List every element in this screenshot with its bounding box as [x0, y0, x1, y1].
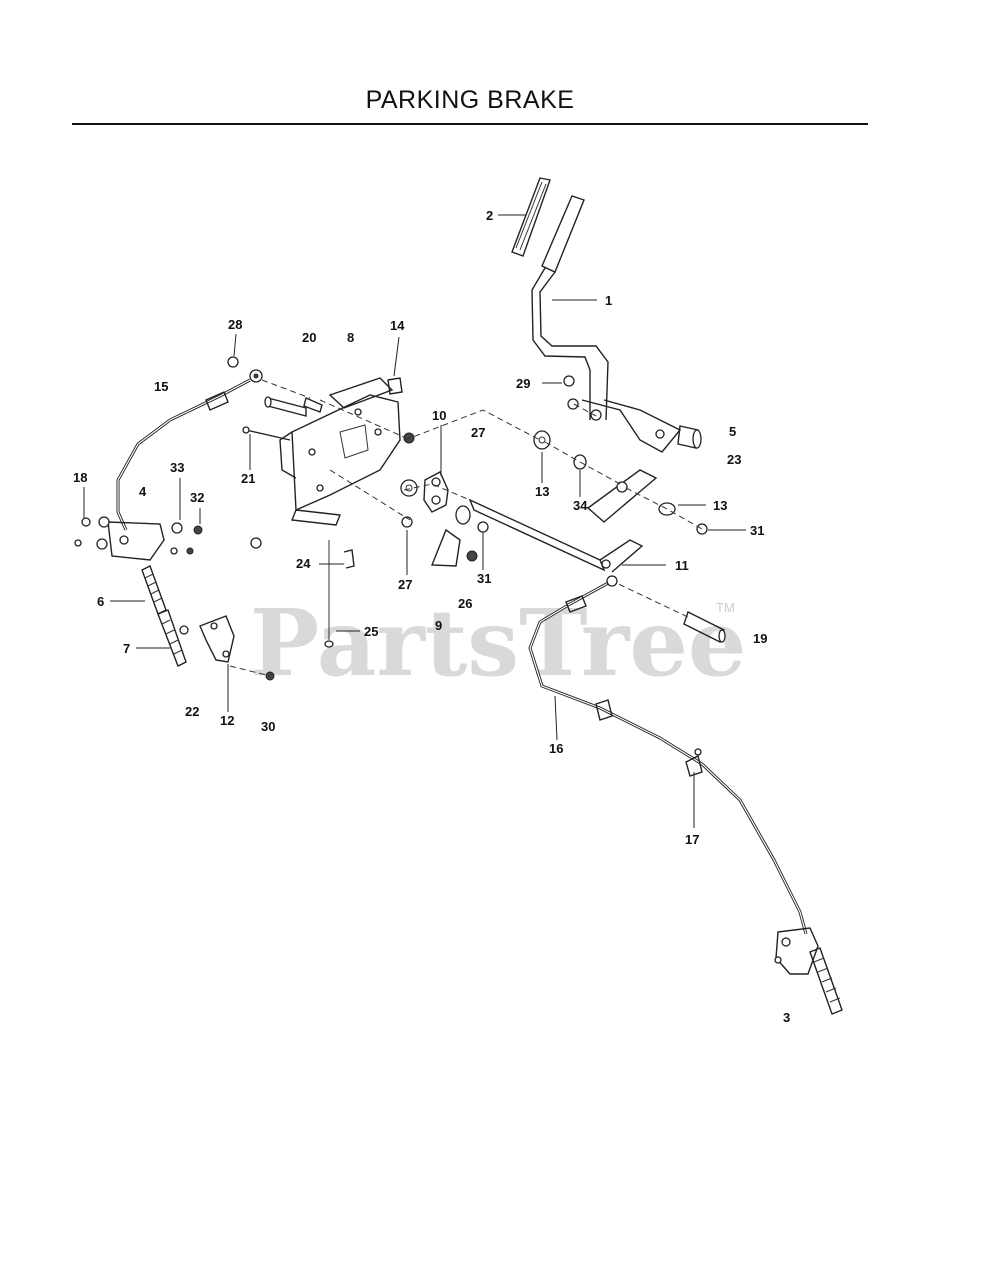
- nut-31-right: [696, 523, 708, 535]
- hex-bolt-14: [387, 377, 403, 395]
- bracket-bolt: [264, 396, 323, 417]
- callout-18: 18: [73, 470, 87, 485]
- callout-14: 14: [390, 318, 405, 333]
- spring-7: [157, 609, 189, 667]
- cam-plate: [430, 528, 461, 567]
- callout-15: 15: [154, 379, 168, 394]
- callout-2: 2: [486, 208, 493, 223]
- assembly-lines: [229, 379, 703, 677]
- bushing-10: [400, 432, 418, 497]
- rod-19: [683, 611, 726, 643]
- callout-27-b: 27: [398, 577, 412, 592]
- callout-4: 4: [139, 484, 147, 499]
- pin-21: [242, 426, 291, 441]
- actuator-3: [774, 927, 843, 1015]
- brake-pedal-arm: [531, 267, 682, 453]
- callout-31-b: 31: [477, 571, 491, 586]
- cable-15: [116, 378, 251, 531]
- actuator-bracket-4: [107, 521, 165, 561]
- cross-shaft-11: [468, 498, 644, 573]
- callout-3: 3: [783, 1010, 790, 1025]
- washer-13-lower: [658, 502, 676, 516]
- lock-block-12: [199, 615, 235, 663]
- callout-8: 8: [347, 330, 354, 345]
- callout-32: 32: [190, 490, 204, 505]
- cable-16: [528, 575, 808, 935]
- pin-25: [324, 540, 334, 648]
- callout-25: 25: [364, 624, 378, 639]
- callout-33: 33: [170, 460, 184, 475]
- callout-17: 17: [685, 832, 699, 847]
- callout-20: 20: [302, 330, 316, 345]
- nut-30: [265, 671, 275, 681]
- callout-19: 19: [753, 631, 767, 646]
- nut-29: [563, 375, 579, 410]
- callout-22: 22: [185, 704, 199, 719]
- lever-arm: [586, 469, 658, 523]
- nut-31-center: [466, 521, 489, 562]
- callout-27-a: 27: [471, 425, 485, 440]
- callout-16: 16: [549, 741, 563, 756]
- callout-7: 7: [123, 641, 130, 656]
- washers-left: [74, 516, 203, 555]
- callout-9: 9: [435, 618, 442, 633]
- callout-13-a: 13: [535, 484, 549, 499]
- spring-6: [141, 565, 167, 615]
- bolt-left-bracket: [250, 537, 262, 549]
- title-rule: [72, 123, 868, 125]
- callout-23: 23: [727, 452, 741, 467]
- callout-24: 24: [296, 556, 311, 571]
- callout-labels: 1 2 3 4 5 6 7 8 9 10 11 12 13 13 14 15 1…: [73, 208, 790, 1025]
- leader-lines: [83, 214, 746, 828]
- watermark-text: PartsTree: [250, 589, 746, 697]
- callout-10: 10: [432, 408, 446, 423]
- pivot-pin: [677, 425, 702, 449]
- callout-6: 6: [97, 594, 104, 609]
- clamp-17: [595, 699, 703, 777]
- callout-34: 34: [573, 498, 588, 513]
- callout-5: 5: [729, 424, 736, 439]
- callout-28: 28: [228, 317, 242, 332]
- callout-29: 29: [516, 376, 530, 391]
- brake-pedal-grip-second: [541, 195, 585, 273]
- hex-nut-28: [227, 356, 239, 368]
- washer-13-upper: [533, 430, 551, 450]
- watermark-tm: TM: [716, 600, 735, 615]
- clip-24: [343, 549, 355, 569]
- cable-end-fitting: [249, 369, 263, 383]
- callout-31-a: 31: [750, 523, 764, 538]
- page-title: PARKING BRAKE: [365, 86, 575, 114]
- callout-13-b: 13: [713, 498, 727, 513]
- callout-11: 11: [675, 558, 689, 573]
- callout-26: 26: [458, 596, 472, 611]
- callout-12: 12: [220, 713, 234, 728]
- link-plate-9: [423, 471, 449, 513]
- mounting-bracket: [279, 377, 401, 526]
- callout-30: 30: [261, 719, 275, 734]
- callout-21: 21: [241, 471, 255, 486]
- brake-pedal-grip: [511, 177, 551, 257]
- callout-1: 1: [605, 293, 612, 308]
- washer-26: [455, 505, 471, 525]
